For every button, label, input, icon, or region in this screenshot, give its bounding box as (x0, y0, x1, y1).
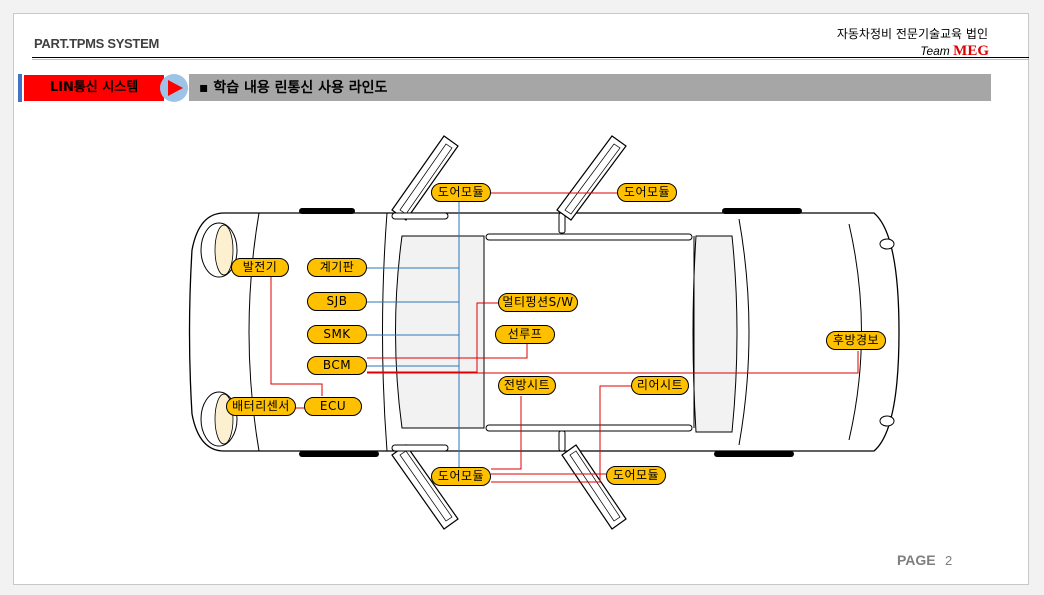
door-module-front-right[interactable]: 도어모듈 (617, 183, 677, 202)
team-name: MEG (953, 43, 989, 59)
header-left-title: PART.TPMS SYSTEM (34, 36, 159, 51)
door-front-right-glass (399, 450, 453, 522)
header-org: 자동차정비 전문기술교육 법인 (836, 27, 988, 41)
generator-module[interactable]: 발전기 (231, 258, 289, 277)
hood-line (248, 212, 260, 452)
door-rear-right-open (561, 444, 627, 530)
red-wire-rear-seat (491, 385, 631, 483)
roof-rail-top (485, 233, 693, 241)
header-divider-shadow (32, 59, 1029, 60)
front-seat-module[interactable]: 전방시트 (498, 376, 556, 395)
red-wire-bcm-multi (367, 302, 498, 373)
door-module-rear-left[interactable]: 도어모듈 (431, 467, 491, 486)
smk-module[interactable]: SMK (307, 325, 367, 344)
team-badge: Team MEG (920, 43, 989, 60)
door-rear-left-open (556, 135, 627, 221)
header-divider (32, 57, 1029, 58)
wheel-front-bottom (299, 451, 379, 457)
red-wire-bcm-rear-warning (367, 351, 859, 374)
slide: PART.TPMS SYSTEM 자동차정비 전문기술교육 법인 Team ME… (13, 13, 1029, 585)
door-module-front-left[interactable]: 도어모듈 (431, 183, 491, 202)
cluster-module[interactable]: 계기판 (307, 258, 367, 277)
b-pillar-top (558, 212, 566, 234)
roof-rail-bottom (485, 424, 693, 432)
sill-top (391, 212, 449, 220)
ecu-module[interactable]: ECU (304, 397, 362, 416)
tail-light-top (879, 238, 895, 250)
title-bar (189, 74, 991, 101)
rear-windshield (692, 235, 738, 433)
tail-light-bottom (879, 415, 895, 427)
wheel-rear-top (722, 208, 802, 214)
section-tab-accent (18, 74, 22, 102)
front-windshield (395, 235, 485, 429)
wheel-rear-bottom (714, 451, 794, 457)
sill-bottom (391, 444, 449, 452)
trunk-line (738, 218, 750, 446)
play-arrow-icon (168, 80, 183, 96)
wheel-front-top (299, 208, 355, 214)
section-label: LIN통신 시스템 (24, 75, 164, 101)
door-module-rear-right[interactable]: 도어모듈 (606, 466, 666, 485)
rear-warning-module[interactable]: 후방경보 (826, 331, 886, 350)
front-left-fender (382, 212, 388, 452)
battery-sensor-module[interactable]: 배터리센서 (226, 397, 296, 416)
b-pillar-bottom (558, 430, 566, 452)
lin-lines-blue (367, 201, 460, 469)
red-wire-bcm-sunroof (367, 344, 528, 359)
sunroof-module[interactable]: 선루프 (495, 325, 555, 344)
bcm-module[interactable]: BCM (307, 356, 367, 375)
door-rear-right-glass (569, 450, 621, 522)
multifunction-switch-module[interactable]: 멀티펑션S/W (498, 293, 578, 312)
team-prefix: Team (920, 44, 950, 58)
section-title: ▪ 학습 내용 린통신 사용 라인도 (199, 80, 388, 96)
door-rear-left-glass (564, 143, 621, 215)
page-number: 2 (945, 553, 953, 568)
red-wire-generator-ecu (270, 277, 323, 396)
headlight-top-lens (214, 224, 234, 276)
rear-seat-module[interactable]: 리어시트 (631, 376, 689, 395)
red-wire-front-seat (491, 396, 522, 470)
lin-lines-red (270, 192, 859, 483)
sjb-module[interactable]: SJB (307, 292, 367, 311)
page-label: PAGE (897, 552, 936, 568)
